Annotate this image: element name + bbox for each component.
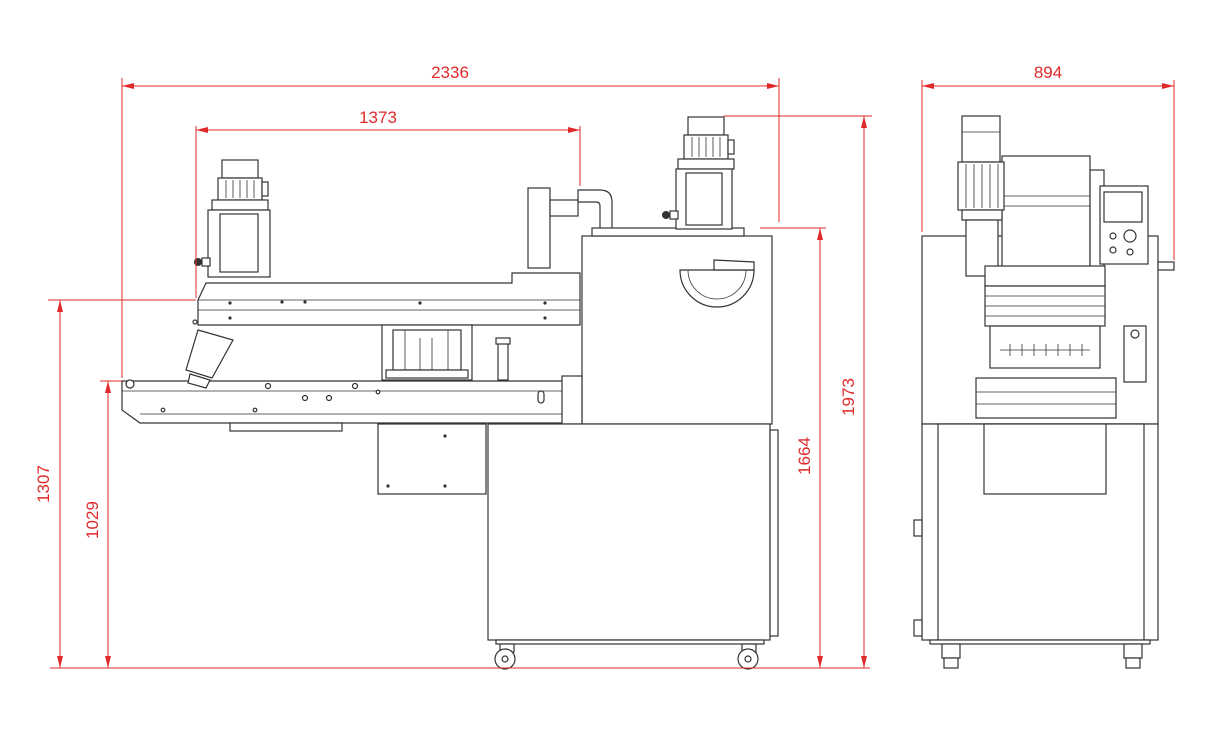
front-casters <box>941 643 1143 669</box>
right-motor-assembly <box>662 116 735 230</box>
central-frame <box>381 324 511 381</box>
front-mechanism <box>975 265 1147 419</box>
dim-conveyor-height: 1029 <box>83 501 102 539</box>
left-motor-assembly <box>194 159 271 278</box>
front-motor <box>957 115 1005 277</box>
side-casters <box>494 643 759 670</box>
dimension-labels: 2336 1373 894 1307 1029 1664 1973 <box>34 63 1062 539</box>
dim-infeed-height: 1307 <box>34 465 53 503</box>
base-cabinet <box>377 423 779 645</box>
dim-conveyor-length: 1373 <box>359 108 397 127</box>
dim-overall-width: 894 <box>1034 63 1062 82</box>
front-view <box>913 115 1175 669</box>
main-cabinet <box>561 227 773 425</box>
front-base <box>913 423 1159 645</box>
dim-overall-height: 1973 <box>839 378 858 416</box>
dim-overall-length: 2336 <box>431 63 469 82</box>
tilted-guide <box>185 329 234 389</box>
upper-conveyor <box>192 272 581 326</box>
side-view <box>121 116 779 670</box>
infeed-conveyor <box>121 379 581 432</box>
dim-cabinet-height: 1664 <box>795 437 814 475</box>
dimension-lines <box>48 78 1175 669</box>
